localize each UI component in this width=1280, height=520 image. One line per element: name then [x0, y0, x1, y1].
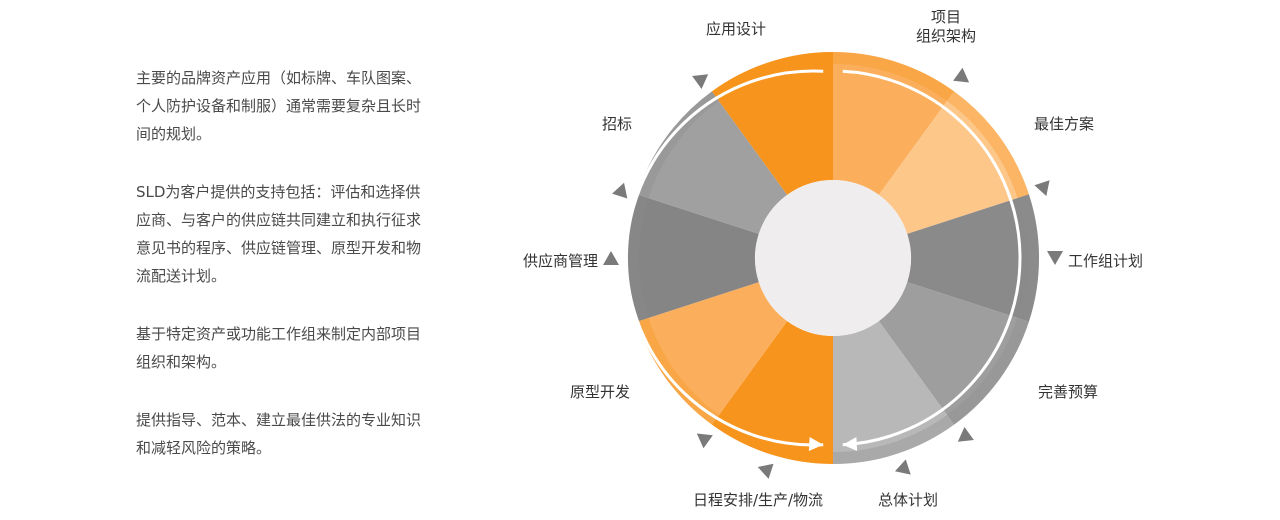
step-marker-3: [1047, 251, 1063, 265]
segment-8: [627, 194, 759, 322]
segment-1: [833, 52, 955, 195]
paragraph-project-structure: 基于特定资产或功能工作组来制定内部项目组织和架构。: [136, 325, 422, 371]
description-column: 主要的品牌资产应用（如标牌、车队图案、个人防护设备和制服）通常需要复杂且长时间的…: [136, 64, 426, 492]
segment-9: [637, 91, 788, 234]
step-marker-1: [953, 67, 970, 83]
outer-rim-4: [947, 317, 1029, 425]
right-ring-arrowhead: [842, 437, 858, 452]
outer-rim-9: [637, 91, 719, 199]
cycle-segments: [627, 52, 1039, 464]
paragraph-guidance: 提供指导、范本、建立最佳供法的专业知识和减轻风险的策略。: [136, 411, 422, 457]
step-marker-5: [894, 459, 911, 475]
segment-5: [833, 321, 955, 464]
outer-rim-6: [711, 414, 833, 464]
step-label-5: 总体计划: [878, 491, 938, 509]
step-label-6: 日程安排/生产/物流: [693, 491, 823, 509]
step-marker-8: [603, 251, 619, 265]
segment-3: [907, 194, 1039, 322]
segment-6: [711, 321, 833, 464]
outer-rim-2: [947, 91, 1029, 199]
segment-2: [878, 91, 1029, 234]
center-circle: [755, 180, 911, 336]
step-label-1: 项目组织架构: [916, 8, 976, 45]
step-label-7: 原型开发: [570, 383, 630, 401]
step-marker-6: [757, 463, 774, 479]
segment-4: [878, 282, 1029, 425]
step-marker-4: [957, 427, 974, 442]
step-label-2: 最佳方案: [1034, 115, 1094, 133]
step-marker-9: [612, 182, 628, 199]
left-ring-arrowhead: [808, 437, 824, 452]
ring-arrows: [624, 69, 1022, 452]
step-marker-10: [692, 74, 709, 89]
step-label-9: 招标: [602, 115, 632, 133]
outer-ring: [627, 52, 1039, 464]
step-marker-7: [696, 433, 713, 449]
step-label-3: 工作组计划: [1068, 252, 1143, 270]
paragraph-asset-planning: 主要的品牌资产应用（如标牌、车队图案、个人防护设备和制服）通常需要复杂且长时间的…: [136, 69, 422, 143]
step-label-4: 完善预算: [1038, 383, 1098, 401]
outer-rim-3: [1017, 194, 1039, 322]
outer-rim-7: [637, 317, 719, 425]
step-markers: [603, 67, 1063, 479]
segment-10: [711, 52, 833, 195]
step-label-10: 应用设计: [706, 20, 766, 38]
step-marker-2: [1034, 180, 1050, 197]
left-ring-arrow: [624, 69, 824, 447]
outer-rim-1: [833, 52, 955, 102]
outer-rim-10: [711, 52, 833, 102]
step-label-8: 供应商管理: [523, 252, 598, 270]
segment-7: [637, 282, 788, 425]
outer-rim-8: [627, 194, 649, 322]
outer-rim-5: [833, 414, 955, 464]
right-ring-arrow: [842, 69, 1022, 447]
paragraph-sld-support: SLD为客户提供的支持包括：评估和选择供应商、与客户的供应链共同建立和执行征求意…: [136, 183, 422, 285]
